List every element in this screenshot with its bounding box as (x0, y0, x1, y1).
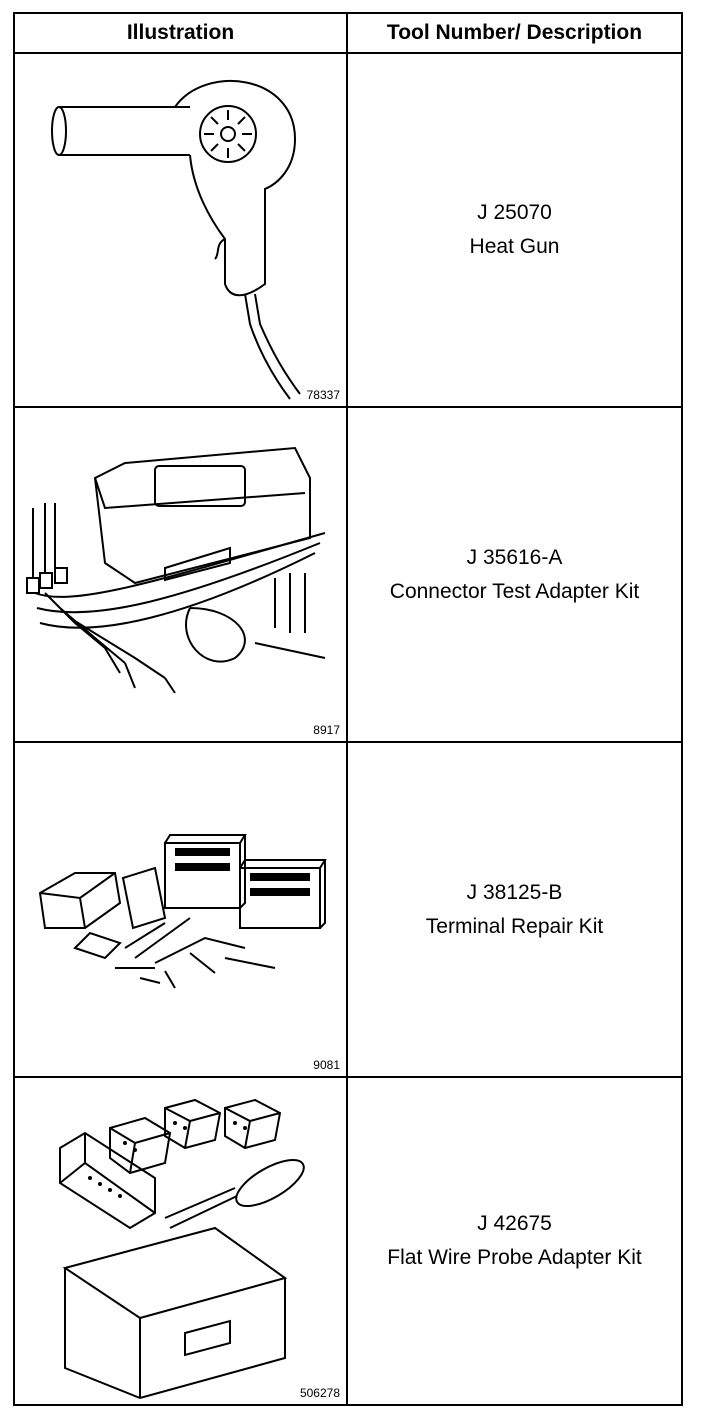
tool-number: J 42675 (477, 1212, 552, 1235)
figure-id: 78337 (306, 388, 340, 402)
figure-id: 9081 (313, 1058, 340, 1072)
table-row: 506278 J 42675 Flat Wire Probe Adapter K… (15, 1078, 681, 1404)
tool-cell: J 25070 Heat Gun (348, 54, 681, 406)
tool-number: J 25070 (477, 201, 552, 224)
tool-description: Heat Gun (469, 235, 560, 258)
tool-number: J 35616-A (466, 545, 563, 569)
table-row: 8917 J 35616-A Connector Test Adapter Ki… (15, 408, 681, 743)
illustration-cell: 506278 (15, 1078, 348, 1404)
flat-wire-probe-adapter-kit-icon (15, 1078, 346, 1402)
header-illustration: Illustration (15, 14, 348, 52)
figure-id: 8917 (313, 723, 340, 737)
terminal-repair-kit-icon (15, 743, 346, 1076)
heat-gun-icon (15, 54, 346, 406)
tool-cell: J 38125-B Terminal Repair Kit (348, 743, 681, 1076)
table-row: 78337 J 25070 Heat Gun (15, 54, 681, 408)
tool-number: J 38125-B (466, 880, 563, 904)
tool-cell: J 35616-A Connector Test Adapter Kit (348, 408, 681, 741)
connector-test-adapter-kit-icon (15, 408, 346, 741)
tool-cell: J 42675 Flat Wire Probe Adapter Kit (348, 1078, 681, 1404)
illustration-cell: 78337 (15, 54, 348, 406)
header-tool-description: Tool Number/ Description (386, 21, 643, 44)
table-row: 9081 J 38125-B Terminal Repair Kit (15, 743, 681, 1078)
tool-description: Flat Wire Probe Adapter Kit (387, 1246, 642, 1269)
table-header-row: Illustration Tool Number/ Description (15, 14, 681, 54)
illustration-cell: 8917 (15, 408, 348, 741)
tool-description: Terminal Repair Kit (425, 914, 604, 938)
tool-description: Connector Test Adapter Kit (389, 579, 640, 603)
tool-table: Illustration Tool Number/ Description 78… (13, 12, 683, 1406)
figure-id: 506278 (299, 1386, 340, 1400)
illustration-cell: 9081 (15, 743, 348, 1076)
